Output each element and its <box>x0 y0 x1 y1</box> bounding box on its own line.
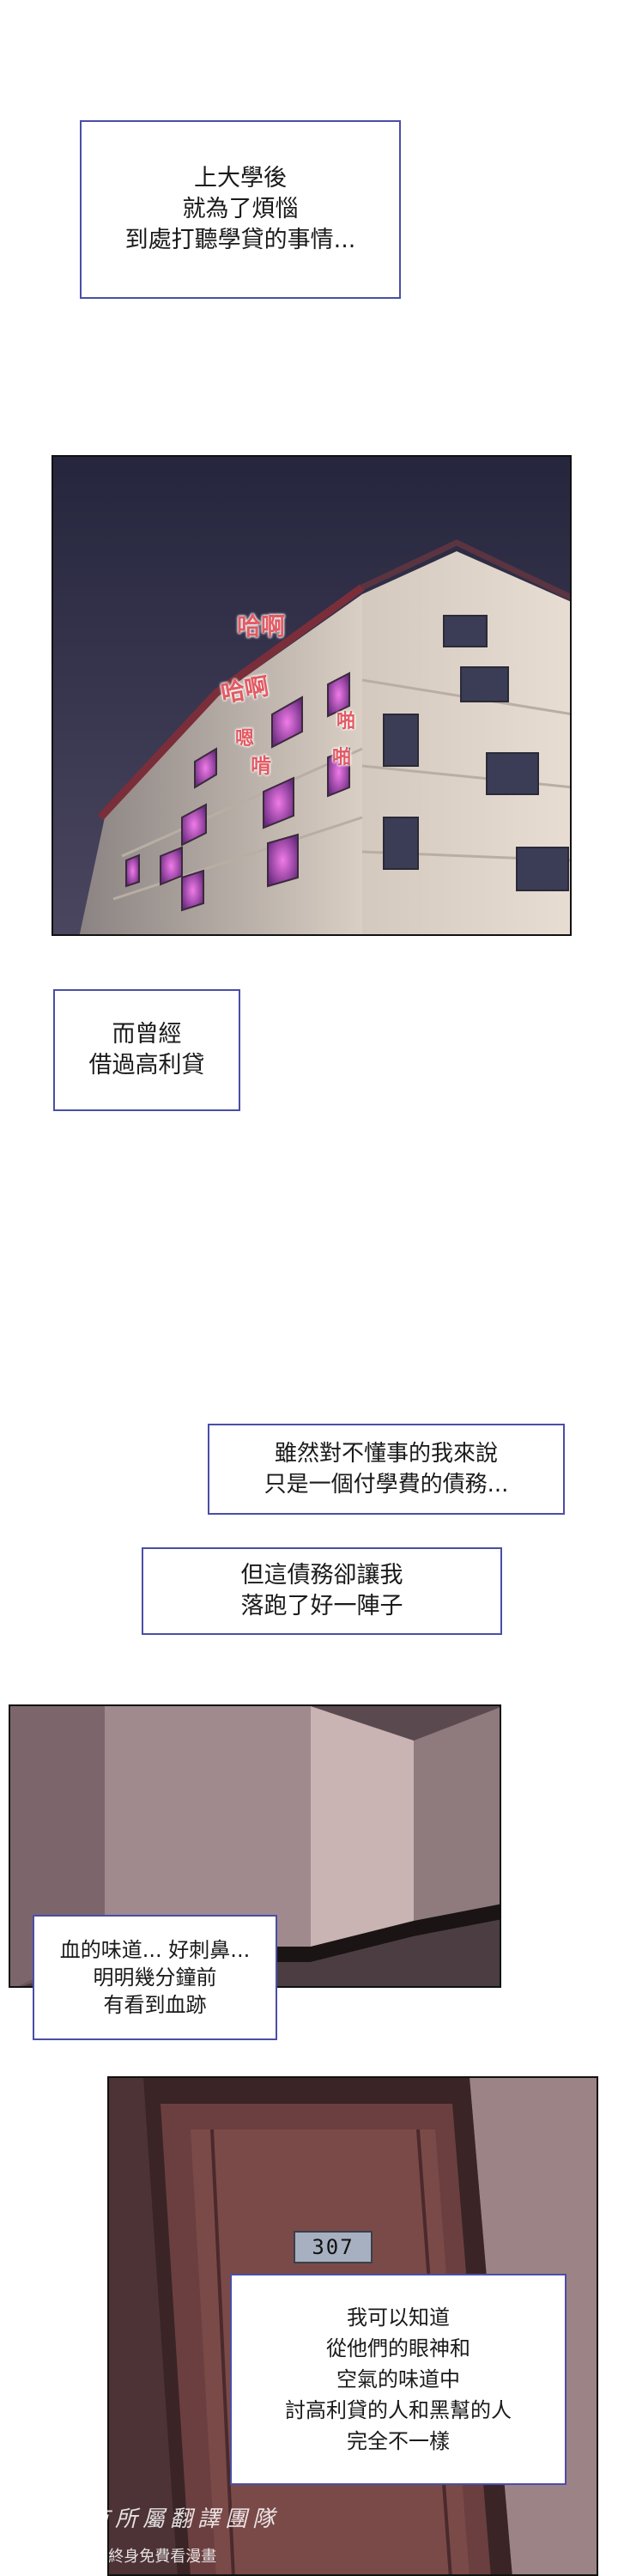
caption-debt: 雖然對不懂事的我來說 只是一個付學費的債務... <box>208 1424 565 1515</box>
caption-line: 空氣的味道中 <box>336 2367 460 2391</box>
caption-line: 借過高利貸 <box>88 1052 205 1078</box>
sound-effect: 啪 <box>336 711 356 732</box>
panel-apartment-night: 哈啊 哈啊 嗯 啃 啪 啪 <box>52 455 572 936</box>
caption-line: 但這債務卻讓我 <box>240 1562 403 1589</box>
caption-line: 上大學後 <box>194 165 287 191</box>
door-number-plate: 307 <box>294 2231 373 2263</box>
sound-effect: 啃 <box>251 754 271 778</box>
caption-line: 只是一個付學費的債務... <box>264 1472 509 1498</box>
caption-borrowed: 而曾經 借過高利貸 <box>53 989 240 1111</box>
sound-effect: 哈啊 <box>237 612 286 641</box>
caption-line: 我可以知道 <box>347 2306 450 2330</box>
caption-line: 而曾經 <box>112 1021 182 1048</box>
caption-line: 完全不一樣 <box>347 2429 450 2453</box>
caption-line: 落跑了好一陣子 <box>240 1593 403 1619</box>
caption-know: 我可以知道 從他們的眼神和 空氣的味道中 討高利貸的人和黑幫的人 完全不一樣 <box>230 2274 566 2485</box>
caption-line: 就為了煩惱 <box>182 196 299 222</box>
caption-blood: 血的味道... 好刺鼻... 明明幾分鐘前 有看到血跡 <box>33 1915 277 2040</box>
caption-line: 到處打聽學貸的事情... <box>124 227 356 253</box>
caption-line: 血的味道... 好刺鼻... <box>59 1938 251 1962</box>
sound-effect: 嗯 <box>235 728 255 750</box>
caption-line: 有看到血跡 <box>103 1993 207 2017</box>
watermark-team-name: 心有所屬翻譯團隊 <box>60 2506 281 2532</box>
caption-line: 從他們的眼神和 <box>326 2336 470 2360</box>
heart-icon: ♡ <box>9 2520 35 2555</box>
watermark-vip-text: 加入VIP，終身免費看漫畫 <box>34 2548 217 2566</box>
sound-effect: 啪 <box>332 747 352 769</box>
caption-ran: 但這債務卻讓我 落跑了好一陣子 <box>142 1547 502 1635</box>
caption-line: 明明幾分鐘前 <box>93 1965 217 1990</box>
caption-line: 雖然對不懂事的我來說 <box>274 1441 498 1467</box>
apartment-building-illustration <box>53 457 570 934</box>
caption-line: 討高利貸的人和黑幫的人 <box>285 2398 512 2422</box>
translator-watermark: ♡ 心有所屬翻譯團隊 加入VIP，終身免費看漫畫 <box>9 2494 369 2576</box>
caption-intro: 上大學後 就為了煩惱 到處打聽學貸的事情... <box>80 120 401 299</box>
